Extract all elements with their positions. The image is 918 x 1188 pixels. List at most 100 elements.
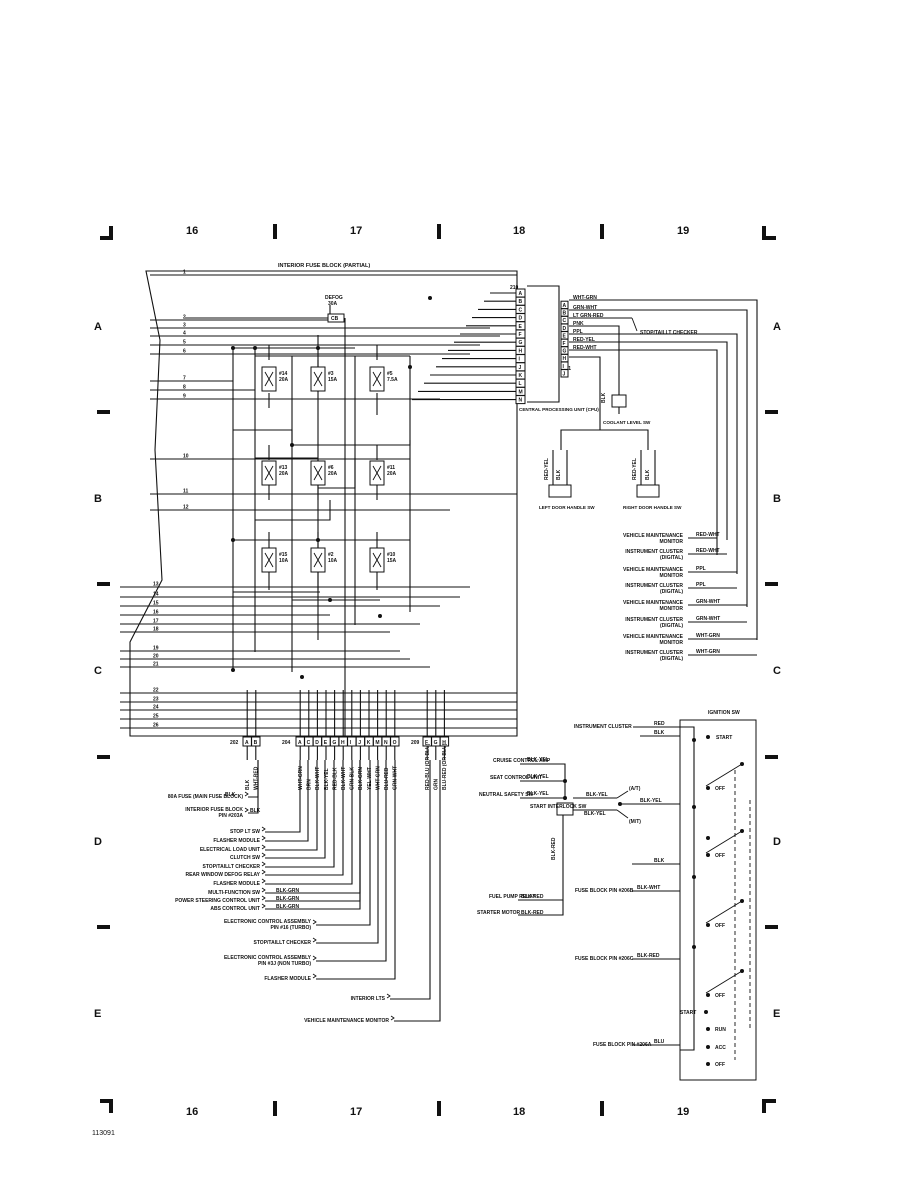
svg-text:OFF: OFF <box>715 1062 725 1068</box>
pin-cpu-label: I <box>563 364 565 370</box>
fuse-block-title: INTERIOR FUSE BLOCK (PARTIAL) <box>278 263 370 269</box>
svg-text:(M/T): (M/T) <box>629 819 641 825</box>
left-door-handle-switch: RED-YEL BLK LEFT DOOR HANDLE SW <box>539 450 595 510</box>
wire-color: WHT-GRN <box>696 649 720 655</box>
destination-label: PIN #16 (TURBO) <box>270 925 311 931</box>
pin-210-label: G <box>519 340 523 346</box>
switch-position-label: OFF <box>715 993 725 999</box>
switch-contact <box>706 853 710 857</box>
wire-color: PPL <box>696 566 706 572</box>
destination-label: VEHICLE MAINTENANCE MONITOR <box>304 1018 389 1024</box>
svg-text:20A: 20A <box>328 471 338 477</box>
pin-210-label: A <box>519 291 523 297</box>
pin-210-label: K <box>519 373 523 379</box>
connector-pin-label: M <box>375 740 379 746</box>
connector-arrow <box>386 993 391 999</box>
wire-color: GRN-BLK <box>350 767 356 790</box>
pin-210-label: L <box>519 381 522 387</box>
pin-210-label: B <box>519 299 523 305</box>
fuse-wiring <box>185 296 432 738</box>
grid-col-label: 19 <box>677 1106 689 1118</box>
connector-arrow <box>261 835 266 841</box>
svg-text:BLK-RED: BLK-RED <box>637 953 660 959</box>
grid-row-label: C <box>773 665 781 677</box>
destination-label: MONITOR <box>659 606 683 612</box>
destination-label: INSTRUMENT CLUSTER <box>625 549 683 555</box>
connector-pin-label: C <box>307 740 311 746</box>
connector-arrow <box>390 1015 395 1021</box>
destination-label: MONITOR <box>659 573 683 579</box>
destination-label: FLASHER MODULE <box>213 838 260 844</box>
destination-label: (DIGITAL) <box>660 555 683 561</box>
bus-line-number: 12 <box>183 505 189 511</box>
bus-line-number: 18 <box>153 627 159 633</box>
pin-cpu-label: J <box>563 371 566 377</box>
connector-arrow <box>312 973 317 979</box>
switch-position-label: OFF <box>715 786 725 792</box>
grid-row-label: B <box>773 493 781 505</box>
switch-contact <box>706 923 710 927</box>
svg-text:#13: #13 <box>279 465 288 471</box>
grid-row-label: B <box>94 493 102 505</box>
bus-line-number: 13 <box>153 582 159 588</box>
destination-wire <box>316 760 387 962</box>
destination-wire <box>265 760 353 885</box>
switch-contact <box>740 899 744 903</box>
svg-text:BLK-YEL: BLK-YEL <box>527 791 549 797</box>
svg-text:#15: #15 <box>279 552 288 558</box>
svg-text:10A: 10A <box>328 558 338 564</box>
svg-text:BLU: BLU <box>654 1039 665 1045</box>
wire-color: BLK <box>225 792 236 798</box>
bottom-connectors: 202 204 209 ABLKBWHT-REDAWHT-GRNCBRNDBLK… <box>230 690 450 791</box>
destination-wire <box>265 760 301 833</box>
connector-arrow <box>312 937 317 943</box>
destination-label: STOP/TAILLT CHECKER <box>203 864 261 870</box>
svg-text:FUEL PUMP RELAY: FUEL PUMP RELAY <box>489 894 536 900</box>
svg-text:209: 209 <box>411 740 420 746</box>
destination-label: VEHICLE MAINTENANCE <box>623 533 684 539</box>
wire-color: RED-WHT <box>696 532 720 538</box>
destination-label: INSTRUMENT CLUSTER <box>625 617 683 623</box>
pin-210-label: N <box>519 398 523 404</box>
pin-cpu-label: F <box>563 341 566 347</box>
grid-col-label: 19 <box>677 225 689 237</box>
bus-line-number: 1 <box>183 270 186 276</box>
svg-text:30A: 30A <box>328 301 338 307</box>
destination-label: INSTRUMENT CLUSTER <box>625 650 683 656</box>
wire-color: GRN <box>434 779 440 791</box>
wire-color: BLU-RED (OR BLU) <box>442 743 448 790</box>
bus-line-number: 8 <box>183 385 186 391</box>
destination-label: FLASHER MODULE <box>213 881 260 887</box>
bus-line-number: 2 <box>183 315 186 321</box>
pin-210-label: H <box>519 348 523 354</box>
grid-col-label: 16 <box>186 225 198 237</box>
svg-text:10A: 10A <box>279 558 289 564</box>
destination-wire <box>265 760 335 868</box>
pin-cpu-label: G <box>563 349 567 355</box>
connector-arrow <box>261 878 266 884</box>
svg-text:#5: #5 <box>387 371 393 377</box>
pin-cpu-label: C <box>563 318 567 324</box>
destination-wire <box>265 760 309 842</box>
connector-pin-label: G <box>332 740 336 746</box>
svg-text:RED-YEL: RED-YEL <box>573 337 595 343</box>
destination-wire <box>248 760 259 814</box>
destination-wire <box>265 760 361 910</box>
wire-color: BLK-GRN <box>276 904 299 910</box>
svg-text:#2: #2 <box>328 552 334 558</box>
bus-line-number: 11 <box>183 489 189 495</box>
svg-text:RUN: RUN <box>715 1027 726 1033</box>
bus-line-number: 6 <box>183 349 186 355</box>
right-door-handle-switch: RED-YEL BLK RIGHT DOOR HANDLE SW <box>623 450 682 510</box>
bus-line-number: 3 <box>183 323 186 329</box>
svg-text:20A: 20A <box>387 471 397 477</box>
pin-210-label: I <box>519 357 521 363</box>
svg-text:BLK: BLK <box>601 392 607 403</box>
wire-color: BLK <box>245 779 251 790</box>
svg-text:LEFT DOOR HANDLE SW: LEFT DOOR HANDLE SW <box>539 505 595 510</box>
